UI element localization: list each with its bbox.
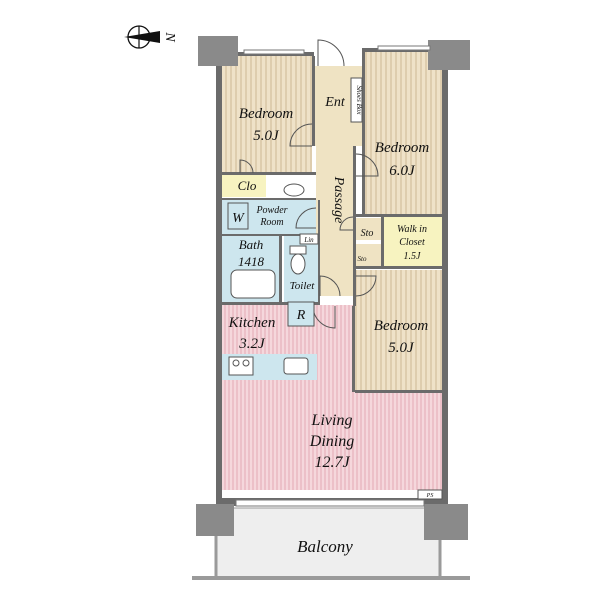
doors (239, 39, 379, 329)
powder-sink-icon (283, 183, 305, 197)
powder-door-swing (295, 207, 317, 229)
wall-east (442, 48, 448, 504)
balcony-floor (215, 507, 441, 579)
toilet-door-swing (319, 275, 341, 297)
balcony-rail (192, 576, 470, 580)
living-window (235, 499, 425, 507)
toilet-label: Toilet (290, 280, 316, 292)
storage-1-label: Sto (361, 228, 374, 239)
wall-bedroom-e-north (356, 266, 442, 269)
compass-needle-icon (124, 31, 160, 43)
wall-west (216, 52, 222, 504)
kitchen-sink-icon (283, 357, 309, 375)
front-door-swing (317, 39, 345, 67)
windows (235, 45, 431, 507)
walk-in-closet-line1: Walk in (397, 224, 427, 235)
closet-label: Clo (238, 178, 257, 193)
washer-space (227, 202, 249, 230)
wall-bedroom-nw-south (222, 172, 316, 175)
bath-name: Bath (239, 237, 264, 252)
living-east-floor (355, 392, 442, 490)
pipe-space-box (417, 489, 443, 500)
bedroom-nw-size: 5.0J (253, 128, 280, 144)
wall-passage-east (353, 146, 356, 306)
storage-1-floor (356, 218, 381, 240)
living-dining-line2: Dining (309, 433, 354, 450)
compass: N (124, 25, 177, 49)
bedroom-nw-floor (222, 56, 312, 173)
pillar-se (424, 504, 468, 540)
closet-door-swing (239, 159, 254, 174)
balcony-label: Balcony (297, 537, 353, 556)
bedroom-nw-window (243, 49, 305, 55)
linen-cabinet (299, 233, 319, 245)
labels: Bedroom 5.0J Bedroom 6.0J Bedroom 5.0J E… (228, 86, 434, 499)
storage-door-swing (339, 216, 354, 231)
linen-label: Lin (303, 236, 314, 244)
refrigerator-label: R (296, 308, 306, 323)
passage-label: Passage (331, 176, 346, 224)
powder-room-label-line1: Powder (255, 205, 287, 216)
living-kitchen-floor (221, 305, 355, 490)
burner-icon (242, 359, 250, 367)
storage-2-floor (356, 244, 381, 266)
toilet-tank-icon (289, 245, 307, 255)
living-dining-size: 12.7J (314, 454, 350, 471)
bedroom-e-door-swing (355, 275, 377, 297)
wall-bedroom-e-south (355, 390, 442, 393)
bedroom-ne-name: Bedroom (375, 140, 430, 156)
wall-bath-north (222, 234, 318, 236)
burner-icon (232, 359, 240, 367)
walk-in-closet-line2: Closet (399, 237, 425, 248)
wall-bedroom-e-west (352, 306, 355, 392)
wall-walkin-west (381, 217, 384, 266)
wall-bath-east (279, 236, 282, 302)
shoes-box-label: Shoes Box (355, 86, 363, 116)
wall-bedroom-ne-west (362, 52, 365, 216)
passage-floor (316, 146, 353, 296)
wall-entrance-west (312, 56, 315, 146)
bedroom-e-name: Bedroom (374, 318, 429, 334)
wall-toilet-east (318, 200, 320, 302)
living-dining-line1: Living (311, 412, 353, 429)
washer-label: W (232, 211, 245, 226)
bedroom-e-size: 5.0J (388, 340, 415, 356)
bedroom-ne-door-swing (355, 153, 379, 177)
bedroom-ne-floor (365, 52, 442, 214)
wall-powder-north (222, 198, 316, 200)
pipe-space-label: PS (426, 493, 434, 499)
walk-in-closet-size: 1.5J (404, 251, 422, 262)
pillar-nw (198, 36, 238, 66)
stove-icon (228, 356, 254, 376)
bathtub-icon (230, 269, 276, 299)
toilet-bowl-icon (290, 253, 306, 275)
powder-room-label-line2: Room (259, 217, 283, 228)
pillar-ne (428, 40, 470, 70)
wall-walkin-north (356, 214, 442, 217)
bedroom-ne-size: 6.0J (389, 163, 416, 179)
bath-size: 1418 (238, 254, 265, 269)
walk-in-closet-floor (384, 216, 442, 266)
kitchen-size: 3.2J (238, 336, 266, 352)
bedroom-nw-door-swing (289, 123, 313, 147)
kitchen-name: Kitchen (228, 315, 276, 331)
storage-2-label: Sto (358, 255, 367, 263)
entrance-label: Ent (324, 95, 346, 110)
bedroom-nw-name: Bedroom (239, 106, 294, 122)
shoes-box-cabinet (350, 77, 363, 123)
pillar-sw (196, 504, 234, 536)
bedroom-ne-window (377, 45, 431, 51)
refrigerator-space (287, 301, 315, 327)
closet-floor (221, 175, 266, 197)
pillars (196, 36, 470, 540)
compass-north-label: N (162, 31, 177, 42)
balcony: Balcony (192, 507, 470, 580)
fixtures (227, 77, 443, 500)
wall-kitchen-north (222, 302, 320, 305)
